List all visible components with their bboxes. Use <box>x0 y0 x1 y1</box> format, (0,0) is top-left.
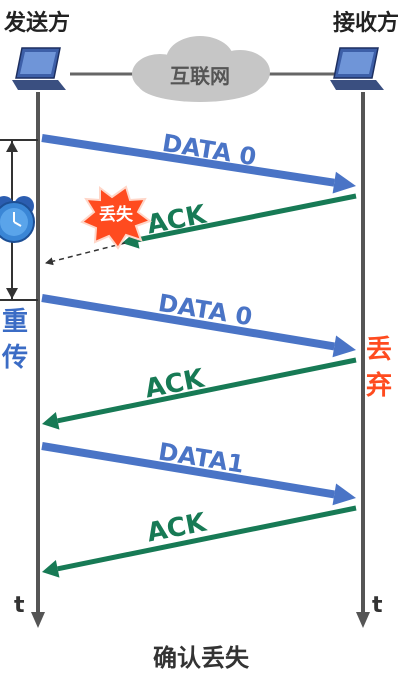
sender-timeline-arrowhead <box>31 612 45 628</box>
ack-arrow <box>57 505 357 572</box>
ack-arrowhead <box>42 411 60 430</box>
data-arrowhead <box>332 335 356 358</box>
sender-label: 发送方 <box>3 10 70 36</box>
receiver-time-label: t <box>372 593 383 618</box>
receiver-timeline-arrowhead <box>356 612 370 628</box>
laptop-icon <box>12 47 66 90</box>
retransmit-label: 重 传 <box>1 307 37 373</box>
receiver-label: 接收方 <box>333 10 399 36</box>
ack-arrowhead <box>42 559 60 578</box>
caption: 确认丢失 <box>153 644 250 672</box>
laptop-icon <box>330 47 384 90</box>
discard-label: 丢 弃 <box>366 335 401 401</box>
lost-badge-label: 丢失 <box>99 204 134 225</box>
network-label: 互联网 <box>170 64 230 88</box>
data-arrow <box>41 442 335 499</box>
data-arrowhead <box>332 483 356 506</box>
data-arrow <box>41 134 335 187</box>
lost-ack-dashed-arrow <box>45 242 126 266</box>
alarm-clock-icon <box>0 196 35 243</box>
ack-arrow <box>137 193 357 243</box>
data-arrow <box>41 294 335 351</box>
cloud-icon <box>132 36 270 102</box>
ack-arrow <box>57 357 357 424</box>
ack-label: ACK <box>144 200 209 241</box>
data-arrowhead <box>332 171 356 194</box>
explosion-icon <box>80 185 153 250</box>
sender-time-label: t <box>14 593 25 618</box>
ack-label: ACK <box>142 364 207 405</box>
